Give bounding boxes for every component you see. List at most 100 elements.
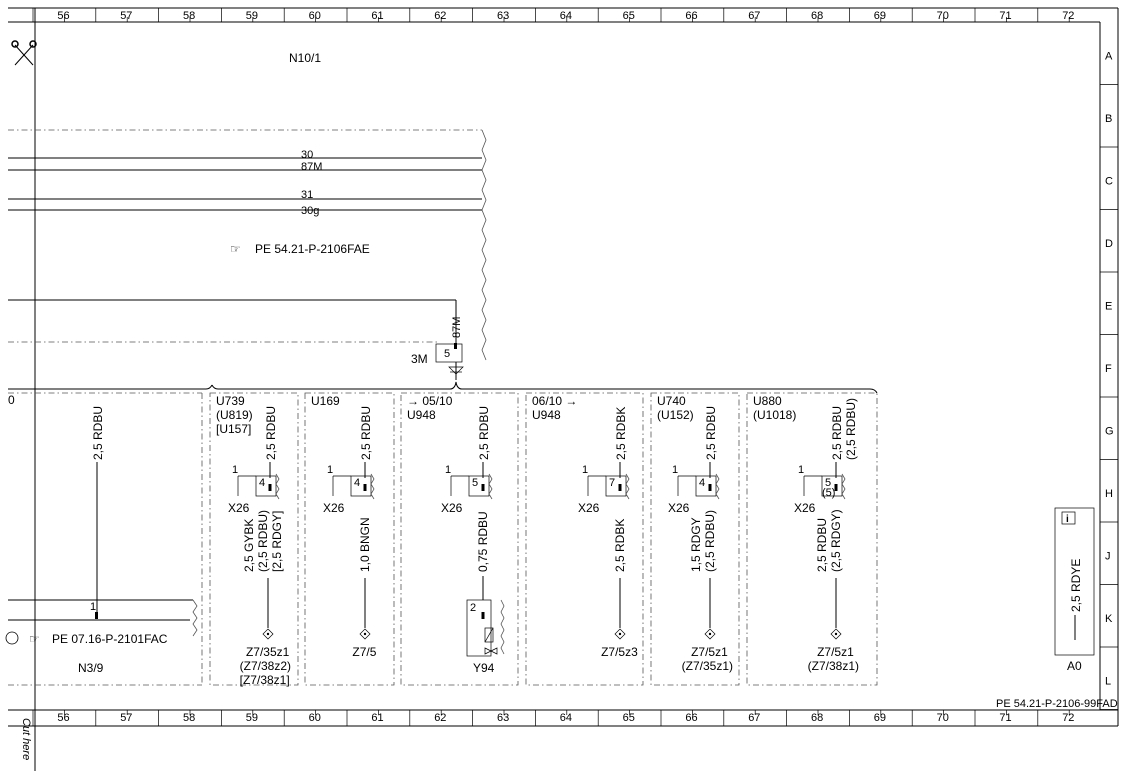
- connector-box: [695, 475, 717, 497]
- col-label: 64: [560, 10, 572, 22]
- row-label: A: [1105, 50, 1113, 62]
- solenoid-icon: [484, 627, 494, 643]
- pin-in: 1: [582, 464, 588, 476]
- module-code: (U152): [657, 408, 694, 422]
- module-border: [209, 392, 299, 686]
- col-label: 60: [309, 10, 321, 22]
- row-label: C: [1105, 175, 1113, 187]
- wire-label-bottom: (2,5 RDBU): [256, 510, 270, 572]
- ground-point-icon: [704, 628, 716, 640]
- ground-label: Z7/5: [352, 645, 376, 659]
- col-label: 67: [748, 10, 760, 22]
- row-label: D: [1105, 238, 1113, 250]
- ground-point-icon: [830, 628, 842, 640]
- upper-block: 30 87M 31 30g ☞ PE 54.21-P-2106FAE 87M 5…: [8, 129, 487, 380]
- connector-label: X26: [578, 501, 600, 515]
- module-code: (U819): [216, 408, 253, 422]
- col-label: 68: [811, 10, 823, 22]
- module-code: U740: [657, 394, 686, 408]
- component-title: N10/1: [289, 51, 321, 65]
- ground-label: Z7/5z1: [817, 645, 854, 659]
- row-label: G: [1105, 425, 1114, 437]
- wire-label-bottom: 2,5 RDBU: [815, 518, 829, 572]
- col-label: 67: [748, 712, 760, 724]
- break-mark: [841, 473, 846, 500]
- col-label: 60: [309, 712, 321, 724]
- wire-label-top: 2,5 RDBU: [264, 406, 278, 460]
- break-mark: [370, 473, 375, 500]
- solenoid-icon: [484, 627, 494, 643]
- feed-pin: 5: [444, 348, 450, 360]
- ground-point-icon: [363, 632, 367, 636]
- col-label: 72: [1062, 10, 1074, 22]
- col-label: 65: [623, 712, 635, 724]
- row-label: B: [1105, 113, 1112, 125]
- col-label: 59: [246, 10, 258, 22]
- hand-pointer-icon: ☞: [230, 242, 241, 256]
- connector-box: [605, 475, 627, 497]
- row-label: E: [1105, 300, 1112, 312]
- break-mark: [625, 473, 630, 500]
- wire-label-bottom: 1,5 RDGY: [689, 517, 703, 572]
- module-code: U169: [311, 394, 340, 408]
- scissors-icon: [11, 40, 37, 66]
- pin-out: 4: [699, 477, 705, 489]
- col-label: 59: [246, 712, 258, 724]
- left-partial-module: 0 2,5 RDBU 1 ☞ PE 07.16-P-2101FAC N3/9: [5, 392, 203, 686]
- module-border: [746, 392, 878, 686]
- ref-upper: PE 54.21-P-2106FAE: [255, 242, 370, 256]
- module-code: [U157]: [216, 422, 251, 436]
- ground-point-icon: [359, 628, 371, 640]
- info-icon: i: [1066, 514, 1069, 525]
- module-code: → 05/10: [407, 394, 453, 408]
- pin-marker: [708, 484, 712, 491]
- bus-label-30g: 30g: [301, 205, 319, 217]
- ground-point-icon: [266, 632, 270, 636]
- hand-pointer-icon: ☞: [29, 632, 40, 646]
- col-label: 70: [937, 712, 949, 724]
- row-label: K: [1105, 613, 1113, 625]
- row-label: J: [1105, 550, 1111, 562]
- module-code: (U1018): [753, 408, 796, 422]
- ground-label: Z7/5z3: [601, 645, 638, 659]
- row-label: F: [1105, 363, 1112, 375]
- module-code: U880: [753, 394, 782, 408]
- col-label: 62: [434, 10, 446, 22]
- ground-point-icon: [708, 632, 712, 636]
- module: U880(U1018)2,5 RDBU(2,5 RDBU)15(5)X262,5…: [746, 392, 878, 686]
- cut-here-label: Cut here: [20, 718, 32, 760]
- col-label: 57: [120, 10, 132, 22]
- wire-label-top: 2,5 RDBU: [477, 406, 491, 460]
- pin-out: 4: [259, 477, 265, 489]
- wire-label-top: 2,5 RDBU: [830, 406, 844, 460]
- ground-point-icon: [614, 628, 626, 640]
- col-label: 58: [183, 712, 195, 724]
- pin-in: 1: [327, 464, 333, 476]
- col-label: 58: [183, 10, 195, 22]
- pin-marker: [268, 484, 272, 491]
- column-ticks: [32, 8, 1070, 726]
- wire-label-top: 2,5 RDBU: [704, 406, 718, 460]
- col-label: 69: [874, 10, 886, 22]
- ground-label: [Z7/38z1]: [240, 673, 290, 687]
- module-code: U948: [532, 408, 561, 422]
- pin-marker: [834, 484, 838, 491]
- wire-label-bottom: 1,0 BNGN: [358, 517, 372, 572]
- pin-out: 5: [472, 477, 478, 489]
- connector-label: X26: [668, 501, 690, 515]
- module-code: 06/10 →: [532, 394, 577, 408]
- wire-label-top: 2,5 RDBK: [614, 407, 628, 460]
- pin-marker: [618, 484, 622, 491]
- ground-label: (Z7/38z2): [240, 659, 291, 673]
- wire-label-bottom: 2,5 GYBK: [242, 519, 256, 572]
- module-border: [525, 392, 644, 686]
- row-label: L: [1105, 675, 1111, 687]
- col-label: 66: [685, 10, 697, 22]
- info-box-label: A0: [1067, 659, 1082, 673]
- pin-marker: [363, 484, 367, 491]
